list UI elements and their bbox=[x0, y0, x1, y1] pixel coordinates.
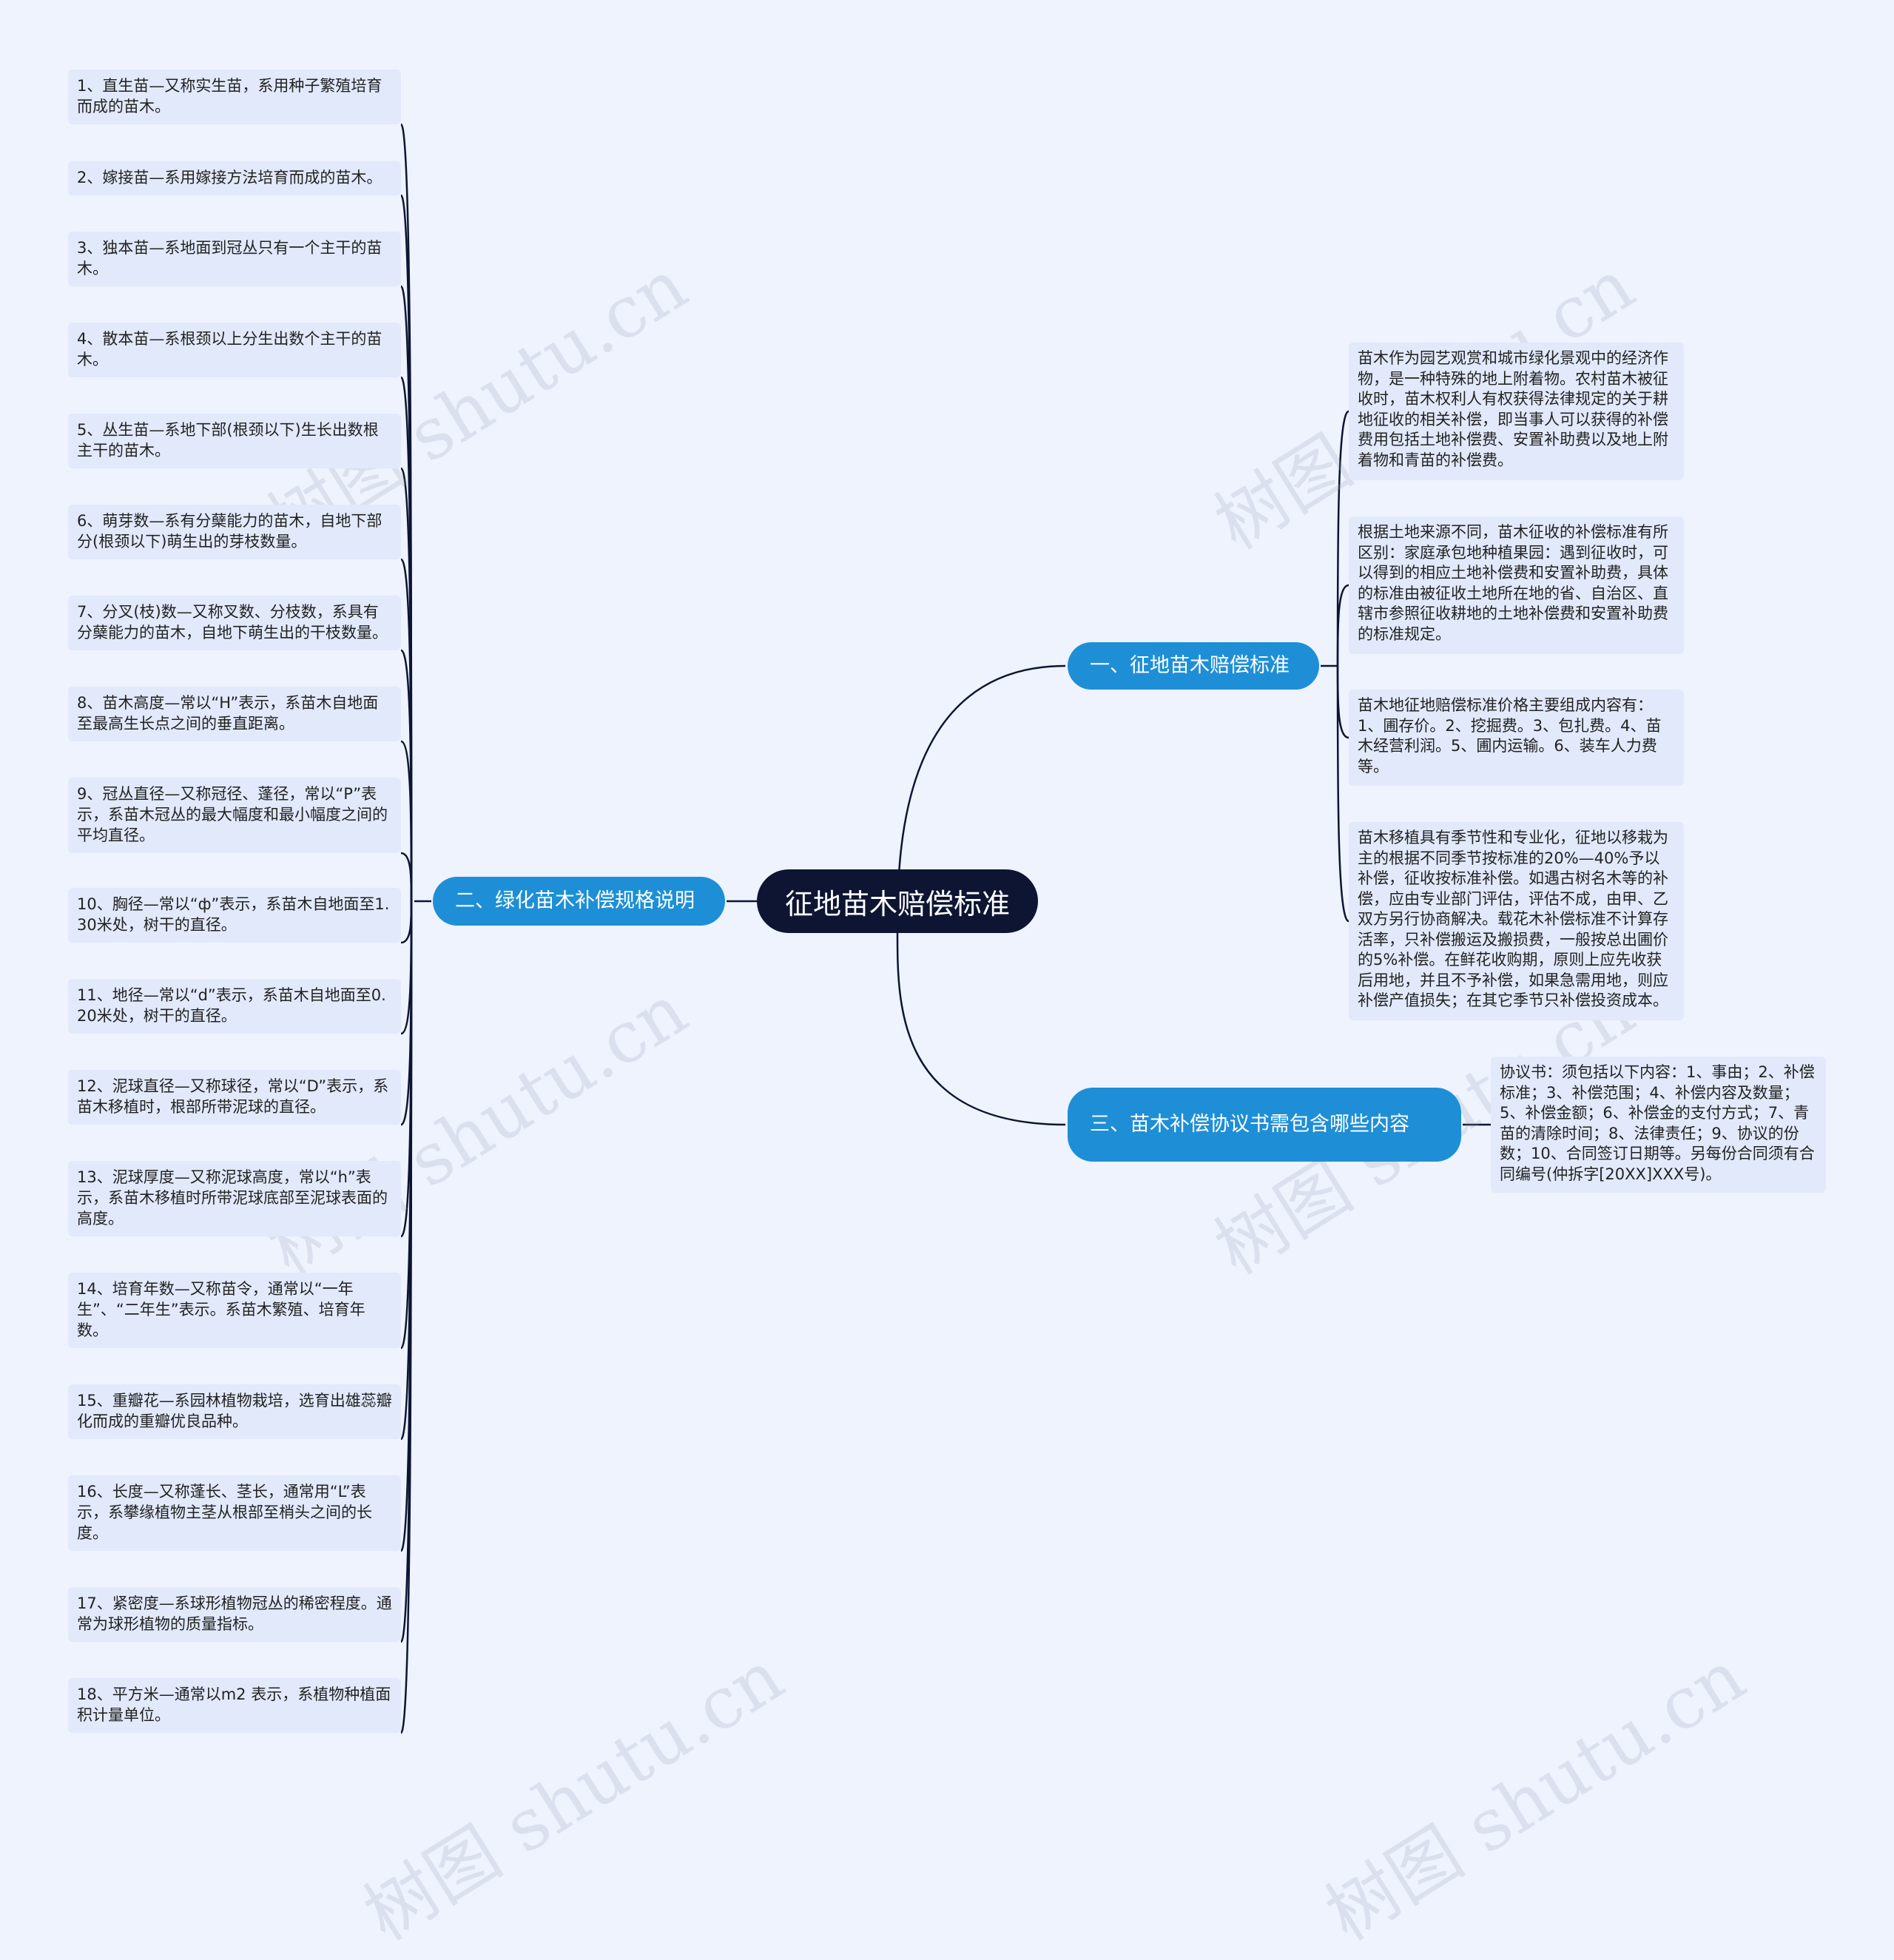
b2-leaf: 16、长度—又称蓬长、茎长，通常用“L”表示，系攀缘植物主茎从根部至梢头之间的长… bbox=[68, 1475, 401, 1551]
b2-leaf: 13、泥球厚度—又称泥球高度，常以“h”表示，系苗木移植时所带泥球底部至泥球表面… bbox=[68, 1161, 401, 1236]
branch-1-leaf-line bbox=[1336, 665, 1349, 923]
branch-2-leaf-line bbox=[400, 740, 413, 902]
connector-lines bbox=[400, 123, 1491, 1734]
branch-2-leaf-line bbox=[400, 900, 413, 1734]
branch-2-leaf-line bbox=[400, 900, 413, 944]
b1-leaf: 苗木地征地赔偿标准价格主要组成内容有：1、圃存价。2、挖掘费。3、包扎费。4、苗… bbox=[1349, 690, 1684, 786]
b2-leaf: 10、胸径—常以“ф”表示，系苗木自地面至1.30米处，树干的直径。 bbox=[68, 888, 401, 943]
b1-leaf: 苗木移植具有季节性和专业化，征地以移栽为主的根据不同季节按标准的20%—40%予… bbox=[1349, 822, 1684, 1020]
b2-leaf: 4、散本苗—系根颈以上分生出数个主干的苗木。 bbox=[68, 323, 401, 377]
root-topic[interactable]: 征地苗木赔偿标准 bbox=[757, 869, 1038, 933]
b2-leaf: 17、紧密度—系球形植物冠丛的稀密程度。通常为球形植物的质量指标。 bbox=[68, 1587, 401, 1642]
b2-leaf: 2、嫁接苗—系用嫁接方法培育而成的苗木。 bbox=[68, 161, 401, 195]
b1-leaf: 苗木作为园艺观赏和城市绿化景观中的经济作物，是一种特殊的地上附着物。农村苗木被征… bbox=[1349, 343, 1684, 480]
b2-leaf: 15、重瓣花—系园林植物栽培，选育出雄蕊瓣化而成的重瓣优良品种。 bbox=[68, 1384, 401, 1439]
b3-leaf: 协议书：须包括以下内容：1、事由；2、补偿标准；3、补偿范围；4、补偿内容及数量… bbox=[1491, 1057, 1826, 1193]
b2-leaf: 18、平方米—通常以m2 表示，系植物种植面积计量单位。 bbox=[68, 1678, 401, 1733]
b2-leaf: 3、独本苗—系地面到冠丛只有一个主干的苗木。 bbox=[68, 232, 401, 286]
branch-1-leaf-line bbox=[1336, 584, 1349, 667]
root-to-branch-3-line bbox=[896, 932, 1066, 1126]
b2-leaf: 12、泥球直径—又称球径，常以“D”表示，系苗木移植时，根部所带泥球的直径。 bbox=[68, 1070, 401, 1125]
branch-1-topic[interactable]: 一、征地苗木赔偿标准 bbox=[1068, 642, 1319, 690]
b2-leaf: 1、直生苗—又称实生苗，系用种子繁殖培育而成的苗木。 bbox=[68, 70, 401, 124]
b2-leaf: 14、培育年数—又称苗令，通常以“一年生”、“二年生”表示。系苗木繁殖、培育年数… bbox=[68, 1273, 401, 1348]
b1-leaf: 根据土地来源不同，苗木征收的补偿标准有所区别：家庭承包地种植果园：遇到征收时，可… bbox=[1349, 516, 1684, 654]
b2-leaf: 9、冠丛直径—又称冠径、蓬径，常以“P”表示，系苗木冠丛的最大幅度和最小幅度之间… bbox=[68, 778, 401, 853]
b2-leaf: 8、苗木高度—常以“H”表示，系苗木自地面至最高生长点之间的垂直距离。 bbox=[68, 687, 401, 741]
b2-leaf: 5、丛生苗—系地下部(根颈以下)生长出数根主干的苗木。 bbox=[68, 414, 401, 468]
b2-leaf: 6、萌芽数—系有分蘖能力的苗木，自地下部分(根颈以下)萌生出的芽枝数量。 bbox=[68, 505, 401, 559]
b2-leaf: 7、分叉(枝)数—又称叉数、分枝数，系具有分蘖能力的苗木，自地下萌生出的干枝数量… bbox=[68, 596, 401, 650]
mindmap-canvas: 树图 shutu.cn 树图 shutu.cn 树图 shutu.cn 树图 s… bbox=[68, 70, 1826, 1956]
branch-2-leaf-line bbox=[400, 852, 413, 902]
b2-leaf: 11、地径—常以“d”表示，系苗木自地面至0.20米处，树干的直径。 bbox=[68, 979, 401, 1034]
branch-3-topic[interactable]: 三、苗木补偿协议书需包含哪些内容 bbox=[1068, 1088, 1461, 1162]
branch-2-topic[interactable]: 二、绿化苗木补偿规格说明 bbox=[433, 877, 725, 926]
branch-1-leaf-line bbox=[1336, 665, 1349, 739]
branch-1-leaf-line bbox=[1336, 410, 1349, 667]
branch-2-leaf-line bbox=[400, 900, 413, 1035]
